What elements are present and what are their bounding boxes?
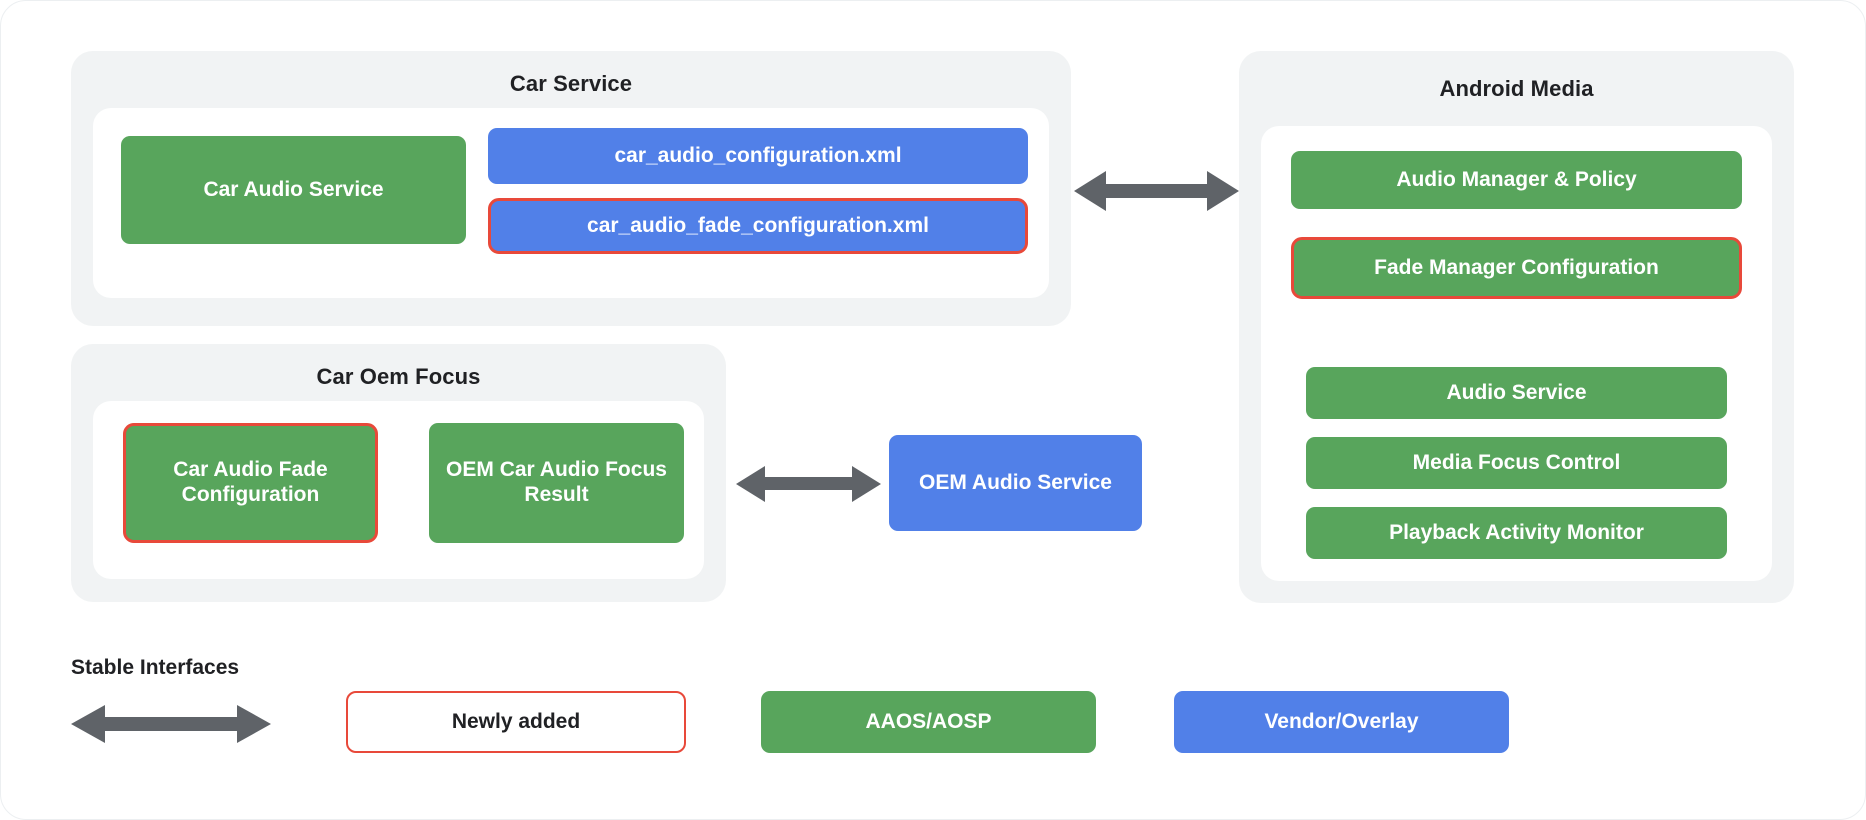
node-car-audio-fade-configuration-label: Car Audio Fade Configuration bbox=[173, 458, 328, 506]
legend-item-vendor-overlay-label: Vendor/Overlay bbox=[1264, 710, 1419, 733]
group-car-oem-focus-title: Car Oem Focus bbox=[316, 364, 481, 389]
arrow-car-service-to-android-media bbox=[1074, 171, 1239, 211]
node-oem-car-audio-focus-result[interactable]: OEM Car Audio Focus Result bbox=[429, 423, 684, 543]
node-car-audio-fade-configuration[interactable]: Car Audio Fade Configuration bbox=[123, 423, 378, 543]
group-car-service: Car Service Car Audio Service car_audio_… bbox=[71, 51, 1071, 326]
node-oem-car-audio-focus-result-label: OEM Car Audio Focus Result bbox=[446, 458, 667, 506]
node-audio-manager-and-policy-label: Audio Manager & Policy bbox=[1396, 167, 1637, 191]
node-car-audio-fade-configuration-xml-label: car_audio_fade_configuration.xml bbox=[587, 213, 929, 237]
legend-item-newly-added-label: Newly added bbox=[451, 710, 581, 733]
group-android-media-card: Audio Manager & Policy Fade Manager Conf… bbox=[1261, 126, 1772, 581]
node-playback-activity-monitor-label: Playback Activity Monitor bbox=[1389, 520, 1644, 544]
legend-item-newly-added[interactable]: Newly added bbox=[346, 691, 686, 753]
group-android-media: Android Media Audio Manager & Policy Fad… bbox=[1239, 51, 1794, 603]
arrow-car-oem-focus-to-oem-audio-service bbox=[736, 466, 881, 502]
node-fade-manager-configuration[interactable]: Fade Manager Configuration bbox=[1291, 237, 1742, 299]
node-car-audio-configuration-xml[interactable]: car_audio_configuration.xml bbox=[488, 128, 1028, 184]
node-audio-manager-and-policy[interactable]: Audio Manager & Policy bbox=[1291, 151, 1742, 209]
group-car-service-card: Car Audio Service car_audio_configuratio… bbox=[93, 108, 1049, 298]
group-car-service-title: Car Service bbox=[509, 71, 633, 96]
node-oem-audio-service-label: OEM Audio Service bbox=[919, 470, 1112, 494]
node-oem-audio-service[interactable]: OEM Audio Service bbox=[889, 435, 1142, 531]
node-playback-activity-monitor[interactable]: Playback Activity Monitor bbox=[1306, 507, 1727, 559]
legend-item-aaos-aosp[interactable]: AAOS/AOSP bbox=[761, 691, 1096, 753]
legend-stable-interfaces-arrow bbox=[71, 705, 271, 743]
node-car-audio-fade-configuration-xml[interactable]: car_audio_fade_configuration.xml bbox=[488, 198, 1028, 254]
node-fade-manager-configuration-label: Fade Manager Configuration bbox=[1374, 255, 1659, 279]
group-car-oem-focus: Car Oem Focus Car Audio Fade Configurati… bbox=[71, 344, 726, 602]
legend-item-aaos-aosp-label: AAOS/AOSP bbox=[865, 710, 992, 733]
group-car-oem-focus-card: Car Audio Fade Configuration OEM Car Aud… bbox=[93, 401, 704, 579]
group-android-media-title: Android Media bbox=[1439, 76, 1594, 101]
node-media-focus-control-label: Media Focus Control bbox=[1412, 450, 1621, 474]
node-audio-service[interactable]: Audio Service bbox=[1306, 367, 1727, 419]
node-media-focus-control[interactable]: Media Focus Control bbox=[1306, 437, 1727, 489]
node-car-audio-service-label: Car Audio Service bbox=[203, 177, 384, 201]
node-audio-service-label: Audio Service bbox=[1446, 380, 1587, 404]
legend-item-vendor-overlay[interactable]: Vendor/Overlay bbox=[1174, 691, 1509, 753]
legend-stable-interfaces-label: Stable Interfaces bbox=[71, 656, 240, 679]
node-car-audio-configuration-xml-label: car_audio_configuration.xml bbox=[614, 143, 902, 167]
node-car-audio-service[interactable]: Car Audio Service bbox=[121, 136, 466, 244]
